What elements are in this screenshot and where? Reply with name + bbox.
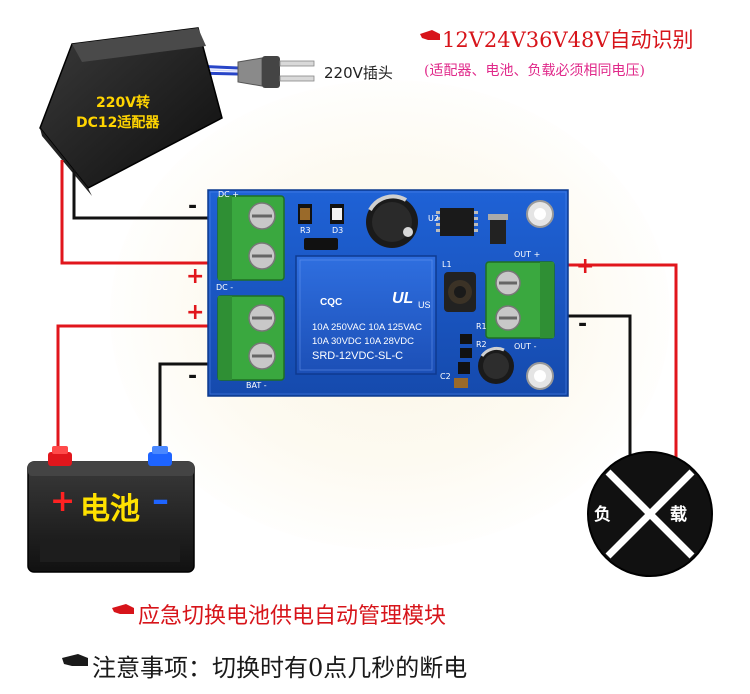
wire-battery-positive — [56, 324, 214, 452]
polarity-adapter-minus: - — [188, 194, 198, 219]
cross-lamp-icon — [587, 451, 713, 577]
footer-note: 注意事项：切换时有0点几秒的断电 — [92, 654, 468, 682]
pcb-label-r1: R1 — [476, 322, 487, 331]
battery-label: 电池 — [80, 492, 140, 527]
load-label-right: 载 — [670, 505, 687, 525]
capacitor-small — [478, 346, 514, 384]
relay-rating-dc: 10A 30VDC 10A 28VDC — [312, 336, 414, 347]
pcb-label-dc-bottom: DC - — [216, 283, 234, 292]
mounting-holes — [526, 200, 554, 390]
adapter-box — [39, 27, 223, 196]
adapter-label-line2: DC12适配器 — [76, 115, 160, 131]
battery-minus: – — [152, 480, 169, 520]
polarity-battery-minus: - — [188, 364, 198, 389]
inductor — [444, 272, 476, 312]
relay-model: SRD-12VDC-SL-C — [312, 350, 404, 362]
pcb-label-r3: R3 — [300, 226, 311, 235]
pcb-label-out-top: OUT + — [514, 250, 541, 259]
capacitor-large — [366, 194, 418, 248]
polarity-battery-plus: + — [186, 300, 205, 325]
wire-battery-negative — [158, 362, 214, 452]
pcb-label-d3: D3 — [332, 226, 344, 235]
relay — [295, 255, 437, 375]
pcb-label-u2: U2 — [428, 214, 439, 223]
polarity-load-minus: - — [578, 312, 588, 337]
wire-load-negative — [566, 314, 632, 472]
header-subtitle: (适配器、电池、负载必须相同电压) — [424, 63, 645, 79]
power-plug-icon — [237, 56, 315, 88]
terminal-dc — [217, 195, 285, 281]
terminal-bat — [217, 295, 285, 381]
polarity-load-plus: + — [576, 254, 595, 279]
footer-title: 应急切换电池供电自动管理模块 — [138, 604, 447, 629]
wire-adapter-negative — [72, 170, 214, 220]
wire-load-positive — [566, 263, 678, 472]
relay-rating-ac: 10A 250VAC 10A 125VAC — [312, 322, 423, 333]
small-components — [298, 204, 508, 388]
wire-adapter-positive — [60, 160, 214, 265]
polarity-adapter-plus: + — [186, 264, 205, 289]
pcb-label-dc-top: DC + — [218, 190, 239, 199]
terminal-out — [485, 261, 555, 339]
adapter-label-line1: 220V转 — [96, 95, 151, 111]
relay-ul-mark: UL — [392, 290, 414, 307]
pcb-label-c2: C2 — [440, 372, 451, 381]
pcb-label-r2: R2 — [476, 340, 487, 349]
relay-cert-mark: CQC — [320, 297, 343, 308]
load-label-left: 负 — [594, 505, 611, 525]
pcb-label-bat: BAT - — [246, 381, 267, 390]
relay-us-mark: US — [418, 300, 431, 310]
ic-chip — [436, 208, 478, 236]
hand-pointer-icon — [62, 30, 440, 666]
pcb-label-l1: L1 — [442, 260, 452, 269]
battery-plus: + — [50, 484, 76, 519]
plug-label: 220V插头 — [324, 64, 393, 82]
pcb-label-out-bottom: OUT - — [514, 342, 537, 351]
battery-icon — [27, 446, 195, 573]
header-title: 12V24V36V48V自动识别 — [442, 28, 694, 52]
